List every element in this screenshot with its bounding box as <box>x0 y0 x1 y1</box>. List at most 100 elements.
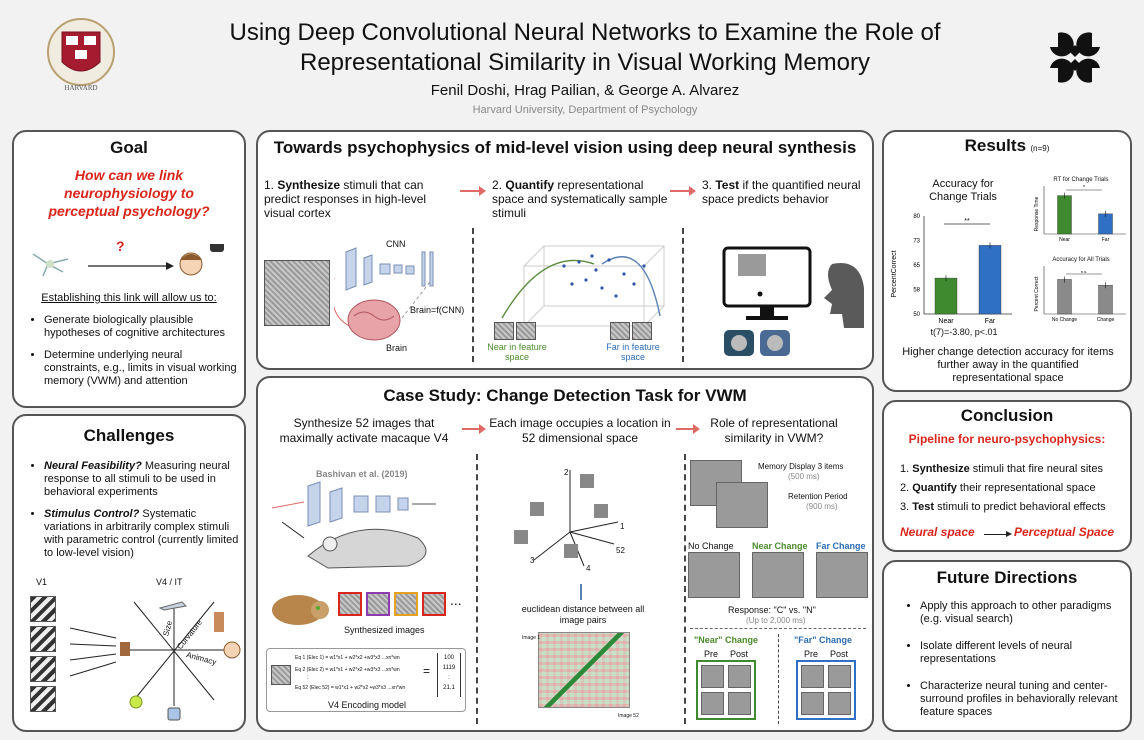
conclusion-item: 2. Quantify their representational space <box>900 482 1096 494</box>
memory-display-label: Memory Display 3 items <box>758 462 844 471</box>
near-change-example-title: "Near" Change <box>694 635 759 645</box>
response-label: Response: "C" vs. "N" <box>728 605 816 615</box>
accuracy-tick-label: 58 <box>913 288 920 294</box>
axis-2-label: 2 <box>564 468 569 477</box>
accuracy-tick-label: 73 <box>913 239 920 245</box>
step-1: 1. Synthesize stimuli that can predict r… <box>264 178 427 220</box>
near-post-image <box>728 665 751 688</box>
space-arrow <box>984 534 1008 535</box>
rt-significance: * <box>1083 185 1085 191</box>
equation-1: Eq 1 (Elec 1) = w1*x1 + w2*x2 +w3*x3 ...… <box>295 655 400 661</box>
far-pre-image <box>801 665 824 688</box>
challenge-head: Stimulus Control? <box>44 508 140 520</box>
encoding-model-label: V4 Encoding model <box>327 700 407 710</box>
challenge-head: Neural Feasibility? <box>44 460 142 472</box>
title-line-2: Representational Similarity in Visual Wo… <box>300 49 870 76</box>
equals-sign: = <box>423 664 431 678</box>
equation-2: Eq 2 (Elec 2) = w1*x1 + w2*x2 +w3*x3 ...… <box>295 667 400 673</box>
title-line-1: Using Deep Convolutional Neural Networks… <box>229 19 941 46</box>
monkey-illustration <box>272 595 329 625</box>
step-arrow <box>670 186 696 196</box>
conclusion-item: 3. Test stimuli to predict behavioral ef… <box>900 501 1106 513</box>
challenge-text: Measuring neural response to all stimuli… <box>44 460 230 498</box>
synth-image-purple <box>366 592 390 616</box>
retention-frame <box>716 482 768 528</box>
far-feature-label: Far in feature space <box>606 342 660 362</box>
future-list: Apply this approach to other paradigms (… <box>904 600 1120 728</box>
dimension-axes-diagram <box>514 470 619 567</box>
case-col-3-heading: Role of representational similarity in V… <box>710 416 838 445</box>
output-vector: 100 1119 : 21.1 <box>437 653 461 697</box>
bashivan-reference: Bashivan et al. (2019) <box>316 469 408 479</box>
cnn-label: CNN <box>386 239 406 249</box>
example-divider <box>778 634 779 724</box>
step-3: 3. Test if the quantified neural space p… <box>702 178 861 206</box>
authors: Fenil Doshi, Hrag Pailian, & George A. A… <box>430 82 740 99</box>
far-change-frame <box>816 552 868 598</box>
case-col-2-heading: Each image occupies a location in 52 dim… <box>489 416 671 445</box>
goal-panel: Goal How can we link neurophysiology to … <box>12 130 246 408</box>
matrix-image-52-label: Image 52 <box>618 713 639 719</box>
axis-4-label: 4 <box>586 564 591 573</box>
post-label: Post <box>730 649 749 659</box>
synth-stimulus-image <box>264 260 330 326</box>
case-study-title: Case Study: Change Detection Task for VW… <box>383 386 747 405</box>
axis-3-label: 3 <box>530 556 535 565</box>
accuracy-ylabel: PercentCorrect <box>891 250 898 297</box>
goal-bullet: Generate biologically plausible hypothes… <box>44 314 238 340</box>
all-significance: n.s. <box>1081 269 1087 274</box>
results-summary: Higher change detection accuracy for ite… <box>902 346 1114 384</box>
v4-cnn-diagram <box>271 481 436 569</box>
near-change-label: Near Change <box>752 541 808 551</box>
svg-text:HARVARD: HARVARD <box>64 84 97 92</box>
v1-gabor <box>30 686 56 712</box>
challenge-item: Stimulus Control? Systematic variations … <box>44 508 240 560</box>
response-ms: (Up to 2,000 ms) <box>746 616 806 625</box>
synth-ellipsis: ... <box>450 592 462 608</box>
near-pre-image <box>701 665 724 688</box>
goal-question-mark: ? <box>116 238 125 254</box>
v4-it-label: V4 / IT <box>156 577 183 587</box>
goal-bullets: Generate biologically plausible hypothes… <box>28 314 238 397</box>
near-stimulus-image <box>494 322 514 340</box>
equation-52: Eq 52 (Elec 52) = w1*x1 + w2*x2 +w3*x3 .… <box>295 685 406 691</box>
near-feature-label: Near in feature space <box>487 342 547 362</box>
pre-label: Pre <box>704 649 719 659</box>
challenge-text: Systematic variations in arbitrarily com… <box>44 508 239 559</box>
challenges-list: Neural Feasibility? Measuring neural res… <box>28 460 240 569</box>
accuracy-category-label: Near <box>938 318 954 325</box>
near-change-frame <box>752 552 804 598</box>
conclusion-item: 1. Synthesize stimuli that fire neural s… <box>900 463 1103 475</box>
matrix-image-1-label: Image 1 <box>522 635 541 641</box>
accuracy-category-label: Far <box>985 318 996 325</box>
step-3-text: if the quantified neural space predicts … <box>702 178 861 206</box>
accuracy-tick-label: 65 <box>913 263 920 269</box>
retention-label: Retention Period <box>788 492 848 501</box>
far-pre-image <box>801 692 824 715</box>
encoding-model-box: Eq 1 (Elec 1) = w1*x1 + w2*x2 +w3*x3 ...… <box>266 648 466 712</box>
rt-category-label: Far <box>1102 237 1110 243</box>
conclusion-title: Conclusion <box>960 406 1054 425</box>
synth-image-red <box>338 592 362 616</box>
all-ylabel: Percent Correct <box>1034 276 1040 312</box>
poster-title: Using Deep Convolutional Neural Networks… <box>150 18 1020 78</box>
v1-label: V1 <box>36 577 48 587</box>
goal-establish: Establishing this link will allow us to: <box>41 292 217 304</box>
step-2-text: representational space and systematicall… <box>492 178 668 220</box>
lab-logo-icon <box>1040 25 1110 90</box>
results-n: (n=9) <box>1030 144 1050 153</box>
psychophysics-title: Towards psychophysics of mid-level visio… <box>273 138 857 157</box>
results-title: Results <box>964 136 1027 155</box>
section-divider <box>684 454 686 724</box>
retention-ms: (900 ms) <box>806 502 838 511</box>
feature-space-scatter <box>501 245 665 327</box>
far-change-label: Far Change <box>816 541 866 551</box>
step-1-text: stimuli that can predict responses in hi… <box>264 178 427 220</box>
down-arrow <box>580 584 582 600</box>
no-change-label: No Change <box>688 541 734 551</box>
future-item: Apply this approach to other paradigms (… <box>920 600 1120 626</box>
accuracy-tick-label: 50 <box>913 312 920 318</box>
response-divider <box>690 628 866 629</box>
